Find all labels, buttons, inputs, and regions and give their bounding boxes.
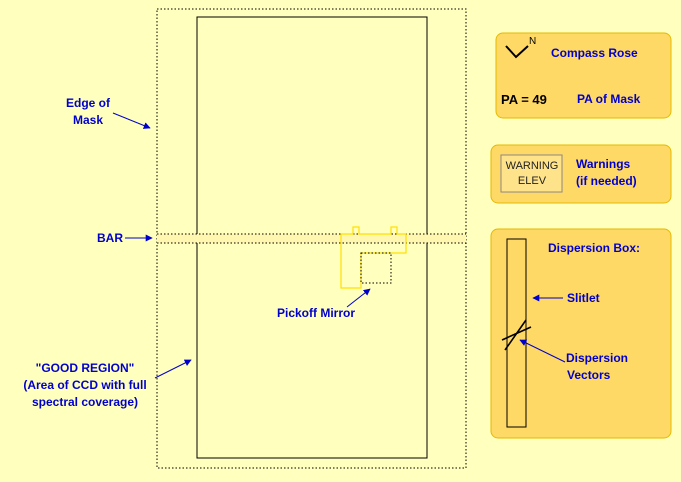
slitlet-rect [506, 238, 527, 428]
warning-box-line-2: ELEV [517, 175, 547, 187]
dispersion-vectors-label: Dispersion Vectors [566, 350, 628, 384]
compass-rose-icon [505, 45, 529, 59]
pa-of-mask-label: PA of Mask [577, 92, 641, 106]
good-region-desc-line-2: spectral coverage) [31, 395, 139, 409]
warnings-label-line-2: (if needed) [576, 174, 637, 188]
dispersion-box-title: Dispersion Box: [548, 241, 641, 255]
bar-label: BAR [97, 231, 123, 245]
dispersion-vector-2 [504, 319, 527, 351]
slitlet-label: Slitlet [567, 291, 600, 305]
dispersion-vectors-line-1: Dispersion [566, 351, 629, 365]
pickoff-dotted-square [360, 252, 392, 284]
good-region-title: "GOOD REGION" [35, 361, 135, 375]
edge-of-mask-label: Edge of Mask [58, 95, 118, 129]
pickoff-mirror-arrow [346, 288, 371, 308]
dispersion-vectors-arrow [519, 339, 566, 363]
warning-box-text: WARNING ELEV [501, 159, 563, 189]
warning-box [500, 154, 563, 193]
good-region-desc-line-1: (Area of CCD with full [23, 378, 147, 392]
edge-of-mask-line-2: Mask [72, 113, 104, 127]
good-region-arrow [154, 359, 192, 379]
edge-of-mask-line-1: Edge of [66, 96, 110, 110]
compass-rose-title: Compass Rose [551, 46, 638, 60]
warning-box-line-1: WARNING [505, 160, 559, 172]
pickoff-mirror-label: Pickoff Mirror [277, 306, 356, 320]
pa-value: PA = 49 [501, 92, 547, 107]
edge-of-mask-arrow [112, 112, 151, 129]
good-region-label: "GOOD REGION" (Area of CCD with full spe… [14, 360, 156, 411]
warnings-label-line-1: Warnings [576, 157, 631, 171]
warnings-label: Warnings (if needed) [576, 156, 637, 190]
dispersion-panel [490, 228, 672, 439]
pickoff-mirror-shape [340, 226, 407, 289]
bar-band [157, 234, 466, 243]
compass-panel [495, 32, 672, 119]
compass-north-letter: N [529, 36, 537, 47]
dispersion-vectors-line-2: Vectors [567, 368, 611, 382]
